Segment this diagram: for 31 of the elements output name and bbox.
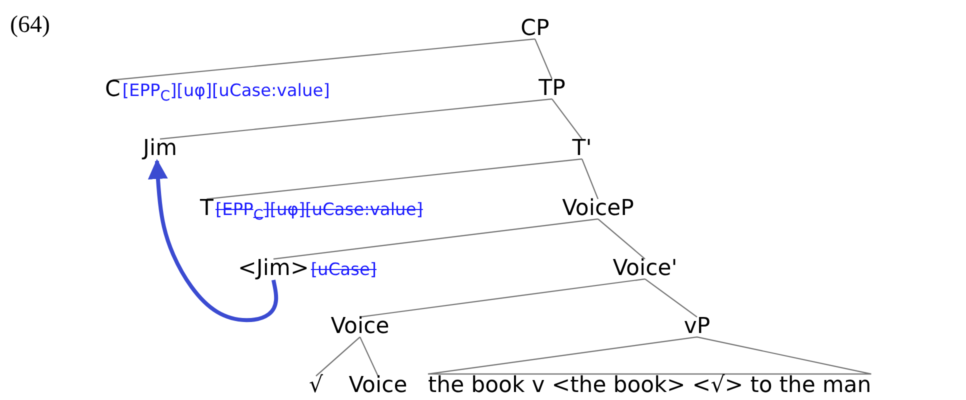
tree-label: C — [105, 77, 120, 102]
feature-bundle: [EPP$_{C}$][uφ][uCase:value] — [122, 81, 330, 101]
tree-label: T' — [572, 136, 592, 161]
tree-branch — [360, 278, 646, 318]
tree-branch — [160, 98, 552, 140]
tree-label: VoiceP — [562, 196, 634, 221]
tree-branch — [534, 38, 553, 80]
example-number: (64) — [10, 12, 50, 39]
tree-label: T — [200, 196, 214, 221]
feature-bundle: [uCase] — [310, 260, 377, 280]
tree-branch — [273, 218, 598, 260]
tree-branch — [581, 158, 599, 200]
tree-branch — [112, 38, 536, 81]
tree-label: Voice — [330, 314, 390, 339]
tree-label: vP — [684, 314, 710, 339]
tree-branch — [316, 336, 360, 376]
tree-label: CP — [520, 16, 550, 41]
tree-label: Jim — [142, 136, 178, 161]
tree-branch — [359, 336, 379, 376]
tree-label: Voice — [348, 373, 408, 398]
tree-branch — [552, 98, 582, 140]
tree-branch — [427, 336, 872, 375]
tree-branch — [598, 218, 646, 260]
tree-label: Voice' — [612, 256, 678, 281]
tree-branch — [644, 278, 698, 318]
tree-label: √ — [308, 373, 324, 398]
terminal-string: the book v <the book> <√> to the man — [428, 373, 872, 398]
movement-arrow — [148, 159, 278, 322]
tree-label: TP — [538, 76, 566, 101]
tree-branch — [206, 158, 582, 200]
tree-label: <Jim> — [238, 256, 309, 281]
